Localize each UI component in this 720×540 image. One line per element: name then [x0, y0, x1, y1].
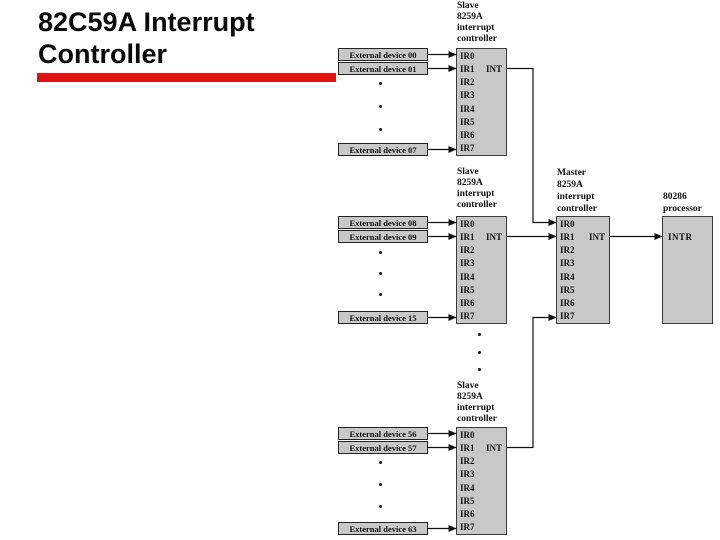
- caption-line: controller: [557, 204, 597, 214]
- caption-line: Master: [557, 168, 587, 178]
- caption-line: controller: [457, 414, 497, 424]
- ir7-pin-label: IR7: [460, 311, 475, 322]
- caption-line: 8259A: [457, 392, 483, 402]
- ir2-pin-label: IR2: [460, 245, 475, 256]
- ir6-pin-label: IR6: [460, 298, 475, 309]
- caption-line: controller: [457, 34, 497, 44]
- page-title-line1: 82C59A Interrupt: [38, 7, 255, 37]
- ir3-pin-label: IR3: [460, 258, 475, 269]
- external-device-01-box: External device 01: [338, 62, 428, 75]
- ir6-pin-label: IR6: [460, 509, 475, 520]
- slave3-8259a-box: IR0 IR1 IR2 IR3 IR4 IR5 IR6 IR7 INT: [456, 427, 507, 535]
- caption-line: 8259A: [457, 12, 483, 22]
- caption-line: interrupt: [557, 192, 595, 202]
- ir4-pin-label: IR4: [460, 482, 475, 493]
- caption-line: 80286: [663, 192, 687, 202]
- ellipsis-dot: [379, 505, 382, 508]
- ir1-pin-label: IR1: [560, 231, 575, 242]
- ir0-pin-label: IR0: [460, 218, 475, 229]
- ir1-pin-label: IR1: [460, 63, 475, 74]
- ir7-pin-label: IR7: [460, 522, 475, 533]
- external-device-15-box: External device 15: [338, 311, 428, 324]
- ir0-pin-label: IR0: [460, 50, 475, 61]
- external-device-09-box: External device 09: [338, 230, 428, 243]
- ellipsis-dot: [478, 333, 481, 336]
- master-caption: Master 8259A interrupt controller: [557, 167, 597, 215]
- ir2-pin-label: IR2: [460, 77, 475, 88]
- intr-pin-label: INTR: [668, 232, 693, 242]
- caption-line: 8259A: [457, 178, 483, 188]
- ir1-pin-label: IR1: [460, 442, 475, 453]
- processor-caption: 80286 processor: [663, 191, 702, 215]
- ellipsis-dot: [478, 351, 481, 354]
- caption-line: interrupt: [457, 403, 495, 413]
- ir2-pin-label: IR2: [460, 456, 475, 467]
- slave3-ir-pins: IR0 IR1 IR2 IR3 IR4 IR5 IR6 IR7: [457, 428, 506, 534]
- caption-line: interrupt: [457, 189, 495, 199]
- slave2-caption: Slave 8259A interrupt controller: [457, 167, 497, 211]
- slave1-8259a-box: IR0 IR1 IR2 IR3 IR4 IR5 IR6 IR7 INT: [456, 48, 507, 156]
- ellipsis-dot: [379, 105, 382, 108]
- ellipsis-dot: [379, 293, 382, 296]
- caption-line: processor: [663, 204, 702, 214]
- ir3-pin-label: IR3: [560, 258, 575, 269]
- ir5-pin-label: IR5: [560, 284, 575, 295]
- int-pin-label: INT: [485, 64, 502, 74]
- ir6-pin-label: IR6: [460, 130, 475, 141]
- ir4-pin-label: IR4: [560, 271, 575, 282]
- int-pin-label: INT: [485, 232, 502, 242]
- caption-line: controller: [457, 200, 497, 210]
- ir5-pin-label: IR5: [460, 284, 475, 295]
- caption-line: Slave: [457, 1, 479, 11]
- external-device-00-box: External device 00: [338, 48, 428, 61]
- ellipsis-dot: [379, 483, 382, 486]
- ir7-pin-label: IR7: [560, 311, 575, 322]
- ir3-pin-label: IR3: [460, 90, 475, 101]
- ir4-pin-label: IR4: [460, 103, 475, 114]
- int-pin-label: INT: [485, 443, 502, 453]
- master-ir-pins: IR0 IR1 IR2 IR3 IR4 IR5 IR6 IR7: [557, 217, 609, 323]
- wire-slave1-int-master-ir0: [507, 67, 557, 226]
- external-device-07-box: External device 07: [338, 143, 428, 156]
- caption-line: Slave: [457, 381, 479, 391]
- page-title-line2: Controller: [38, 39, 168, 69]
- caption-line: Slave: [457, 167, 479, 177]
- caption-line: interrupt: [457, 23, 495, 33]
- slave2-ir-pins: IR0 IR1 IR2 IR3 IR4 IR5 IR6 IR7: [457, 217, 506, 323]
- ir0-pin-label: IR0: [460, 429, 475, 440]
- ir2-pin-label: IR2: [560, 245, 575, 256]
- slave3-caption: Slave 8259A interrupt controller: [457, 381, 497, 425]
- page-title: 82C59A Interrupt Controller: [38, 6, 255, 70]
- ir7-pin-label: IR7: [460, 143, 475, 154]
- title-underline: [37, 73, 336, 82]
- slave2-8259a-box: IR0 IR1 IR2 IR3 IR4 IR5 IR6 IR7 INT: [456, 216, 507, 324]
- ir5-pin-label: IR5: [460, 495, 475, 506]
- ir1-pin-label: IR1: [460, 231, 475, 242]
- int-pin-label: INT: [588, 232, 605, 242]
- ellipsis-dot: [379, 461, 382, 464]
- master-8259a-box: IR0 IR1 IR2 IR3 IR4 IR5 IR6 IR7 INT: [556, 216, 610, 324]
- ir5-pin-label: IR5: [460, 116, 475, 127]
- ir4-pin-label: IR4: [460, 271, 475, 282]
- ir0-pin-label: IR0: [560, 218, 575, 229]
- external-device-56-box: External device 56: [338, 427, 428, 440]
- external-device-63-box: External device 63: [338, 522, 428, 535]
- external-device-08-box: External device 08: [338, 216, 428, 229]
- ellipsis-dot: [379, 251, 382, 254]
- ellipsis-dot: [379, 272, 382, 275]
- ellipsis-dot: [478, 368, 481, 371]
- slave1-caption: Slave 8259A interrupt controller: [457, 1, 497, 45]
- slave1-ir-pins: IR0 IR1 IR2 IR3 IR4 IR5 IR6 IR7: [457, 49, 506, 155]
- wire-slave3-int-master-ir7: [507, 314, 557, 449]
- ellipsis-dot: [379, 128, 382, 131]
- ir6-pin-label: IR6: [560, 298, 575, 309]
- ir3-pin-label: IR3: [460, 469, 475, 480]
- external-device-57-box: External device 57: [338, 441, 428, 454]
- ellipsis-dot: [379, 82, 382, 85]
- caption-line: 8259A: [557, 180, 583, 190]
- processor-80286-box: INTR: [662, 216, 713, 324]
